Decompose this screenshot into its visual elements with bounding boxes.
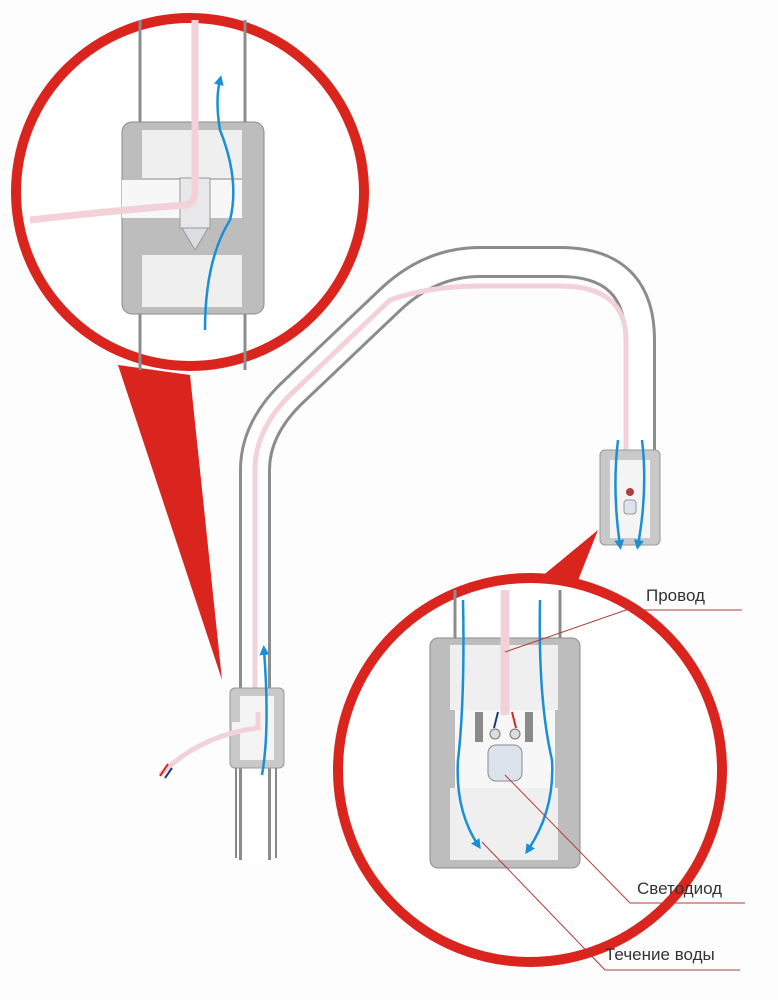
water-arrow-icon xyxy=(525,599,554,855)
water-arrow-icon xyxy=(456,599,481,850)
water-arrow-icon xyxy=(633,439,646,550)
label-wire: Провод xyxy=(646,586,705,605)
label-water-flow: Течение воды xyxy=(605,945,715,964)
water-arrow-icon xyxy=(203,75,235,331)
led-icon xyxy=(487,744,523,782)
wire xyxy=(29,20,199,224)
leader-lines xyxy=(481,609,745,971)
water-arrow-icon xyxy=(259,645,270,776)
water-arrow-icon xyxy=(614,439,625,550)
wire xyxy=(252,283,629,710)
callout-led-zoom xyxy=(333,530,727,967)
faucet-pipe xyxy=(239,246,656,860)
label-led: Светодиод xyxy=(637,879,723,898)
callout-inlet-zoom xyxy=(11,13,369,680)
outlet-fitting xyxy=(599,439,661,550)
inlet-fitting xyxy=(158,645,285,858)
